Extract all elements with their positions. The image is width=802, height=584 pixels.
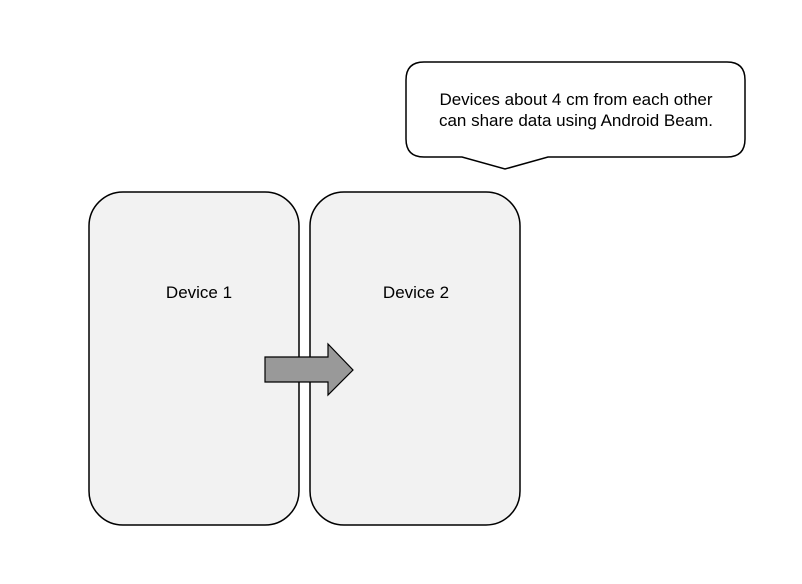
callout-bubble [405, 61, 746, 170]
device-2: Device 2 [309, 191, 521, 526]
device-1-label: Device 1 [166, 283, 232, 302]
device-2-label: Device 2 [383, 283, 449, 302]
arrow-right-icon [264, 342, 354, 397]
transfer-arrow [264, 342, 354, 397]
device-1: Device 1 [88, 191, 300, 526]
callout-line-1: Devices about 4 cm from each other [439, 90, 712, 109]
callout: Devices about 4 cm from each other can s… [405, 61, 746, 170]
callout-line-2: can share data using Android Beam. [439, 111, 713, 130]
